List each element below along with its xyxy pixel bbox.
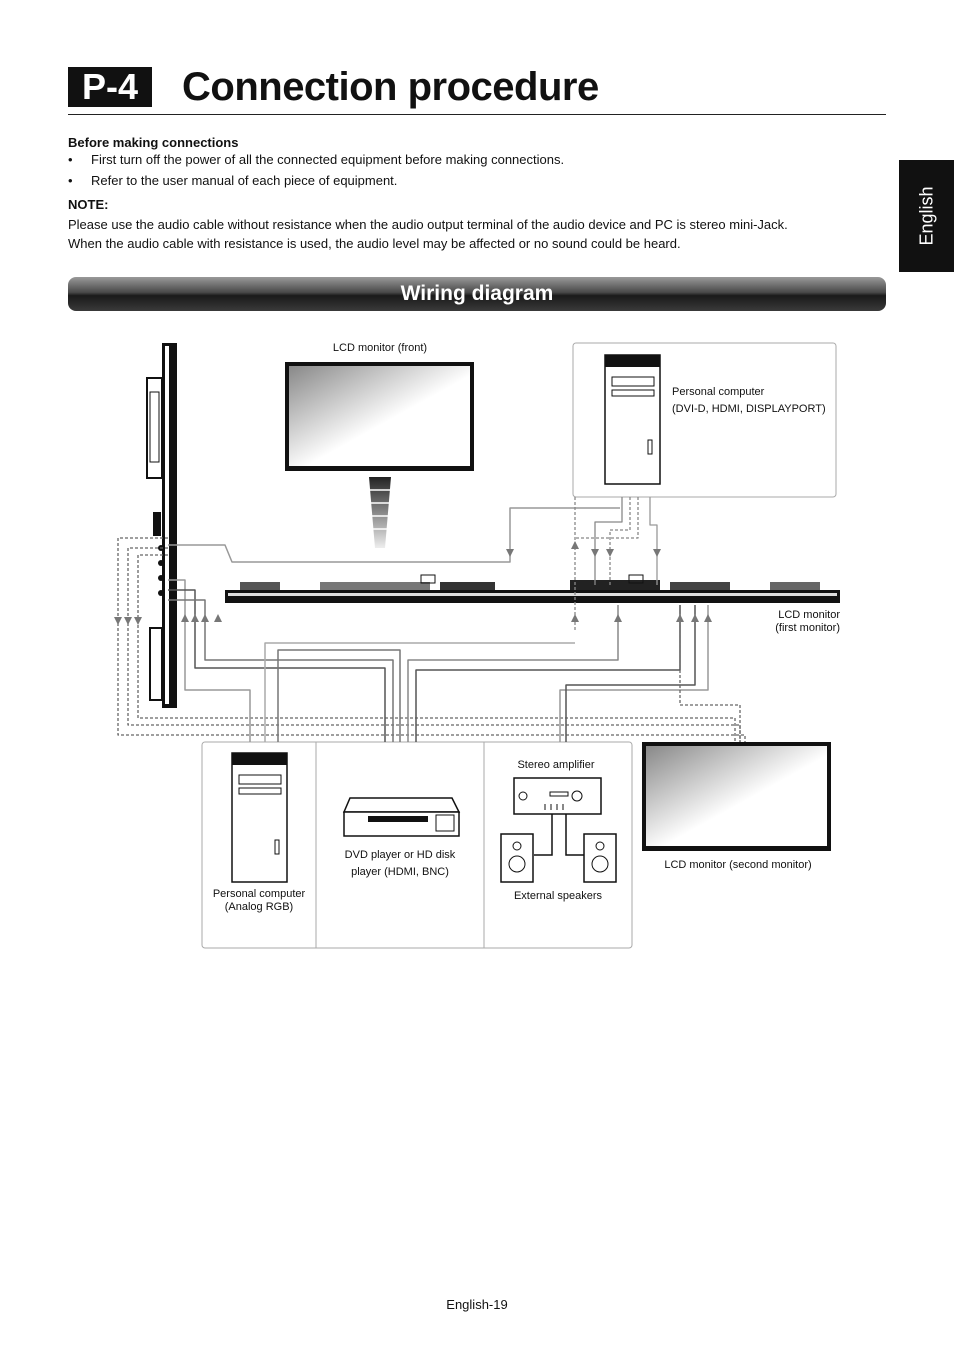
stereo-amplifier [513,777,602,815]
bullet-dot: • [68,173,73,188]
lcd-front-label: LCD monitor (front) [333,342,427,354]
wiring-diagram-banner: Wiring diagram [68,277,886,311]
before-heading: Before making connections [68,135,239,150]
lcd-second [642,742,831,851]
source-box [201,741,633,949]
lcd-first [225,574,840,603]
note-line: Please use the audio cable without resis… [68,217,788,232]
banner-label: Wiring diagram [400,282,554,305]
note-line: When the audio cable with resistance is … [68,236,681,251]
amp-label: Stereo amplifier [517,759,594,771]
dvd-player [342,797,461,837]
page-number: English-19 [446,1297,508,1312]
lcd-second-label: LCD monitor (second monitor) [664,859,811,871]
language-tab: English [899,160,954,272]
dvd-label: player (HDMI, BNC) [351,866,449,878]
dvd-label: DVD player or HD disk [345,849,456,861]
bullet-text: First turn off the power of all the conn… [91,152,565,167]
lcd-first-label: (first monitor) [775,622,840,634]
pc-analog-label: Personal computer [213,888,306,900]
lcd-front [285,362,474,548]
title-rule [68,114,886,115]
bullet-dot: • [68,152,73,167]
pc-digital-label: Personal computer [672,386,765,398]
speaker-right [583,833,617,883]
pc-digital [604,354,661,485]
speakers-label: External speakers [514,890,603,902]
pc-analog-label: (Analog RGB) [225,901,293,913]
section-badge: P-4 [68,67,152,107]
speaker-left [500,833,534,883]
note-heading: NOTE: [68,197,109,212]
pc-analog [231,752,288,883]
page-title: Connection procedure [182,65,599,109]
bullet-text: Refer to the user manual of each piece o… [91,173,398,188]
pc-digital-box [572,342,837,498]
pc-digital-label: (DVI-D, HDMI, DISPLAYPORT) [672,403,826,415]
monitor-side-view [146,343,177,708]
lcd-first-label: LCD monitor [778,609,840,621]
